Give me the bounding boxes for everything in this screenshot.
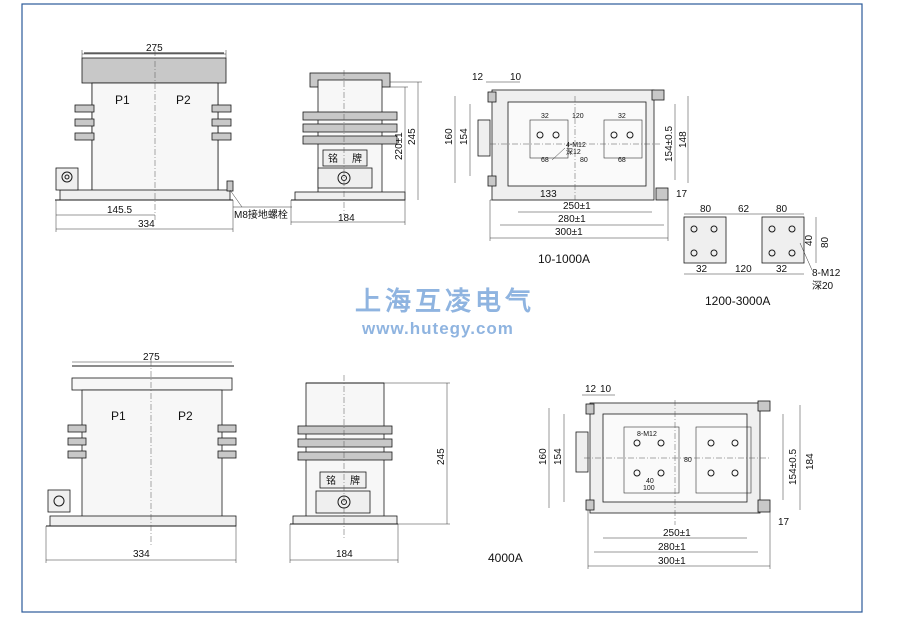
top-plan-d80: 80	[580, 157, 588, 164]
top-side-h220: 220±1	[394, 132, 405, 160]
bottom-plan-d300: 300±1	[658, 556, 686, 567]
top-plan-d17: 17	[676, 189, 688, 200]
bottom-front-base: 334	[133, 549, 150, 560]
bottom-plan-d154: 154	[553, 448, 564, 465]
ground-bolt-label: M8接地螺栓	[234, 208, 288, 221]
bottom-plan-hole-note: 8-M12	[637, 431, 657, 438]
top-plan-d32b: 32	[618, 113, 626, 120]
bottom-side-h245: 245	[436, 448, 447, 465]
top-plan-d120: 120	[572, 113, 584, 120]
top-side-plate-b: 牌	[352, 152, 362, 165]
top-front-p1: P1	[115, 93, 130, 107]
bottom-side-plate-b: 牌	[350, 474, 360, 487]
top-plan-d32a: 32	[541, 113, 549, 120]
detail-range: 1200-3000A	[705, 294, 770, 308]
bottom-plan-d160: 160	[538, 448, 549, 465]
top-plan-hole-note: 4-M12	[566, 142, 586, 149]
bottom-front-view	[45, 360, 237, 563]
detail-hole-depth: 深20	[812, 280, 834, 292]
bottom-plan-d10: 10	[600, 384, 612, 395]
detail-d62: 62	[738, 204, 750, 215]
brand-name: 上海互凌电气	[355, 286, 535, 316]
bottom-front-p2: P2	[178, 409, 193, 423]
detail-hole-note: 8-M12	[812, 268, 841, 279]
top-front-offset: 145.5	[107, 205, 132, 216]
top-plan-d12: 12	[472, 72, 484, 83]
bottom-plan-view	[548, 394, 801, 569]
top-plan-range: 10-1000A	[538, 252, 590, 266]
top-front-p2: P2	[176, 93, 191, 107]
sheet-border	[21, 3, 863, 613]
bottom-side-plate-a: 铭	[326, 474, 336, 487]
bottom-range: 4000A	[488, 551, 523, 565]
bottom-plan-d184: 184	[805, 453, 816, 470]
bottom-side-view	[289, 375, 450, 563]
bottom-plan-d154-05: 154±0.5	[788, 448, 799, 485]
top-side-view	[290, 70, 422, 225]
bottom-plan-d80: 80	[684, 457, 692, 464]
top-plan-d68a: 68	[541, 157, 549, 164]
detail-d32b: 32	[776, 264, 788, 275]
top-side-plate-a: 铭	[328, 152, 338, 165]
top-plan-d300: 300±1	[555, 227, 583, 238]
bottom-side-base: 184	[336, 549, 353, 560]
detail-d80a: 80	[700, 204, 712, 215]
detail-d80c: 80	[820, 236, 831, 248]
top-plan-d280: 280±1	[558, 214, 586, 225]
bottom-plan-d100: 100	[643, 485, 655, 492]
top-side-h245: 245	[407, 128, 418, 145]
detail-d80b: 80	[776, 204, 788, 215]
top-front-base: 334	[138, 219, 155, 230]
bottom-plan-d12: 12	[585, 384, 597, 395]
bottom-plan-d280: 280±1	[658, 542, 686, 553]
top-plan-d133: 133	[540, 189, 557, 200]
top-plan-d68b: 68	[618, 157, 626, 164]
top-plan-d148: 148	[678, 131, 689, 148]
brand-url: www.hutegy.com	[361, 319, 514, 338]
bottom-plan-d17: 17	[778, 517, 790, 528]
bottom-plan-d250: 250±1	[663, 528, 691, 539]
top-plan-d154: 154	[459, 128, 470, 145]
detail-d120: 120	[735, 264, 752, 275]
bottom-front-width: 275	[143, 352, 160, 363]
bottom-front-p1: P1	[111, 409, 126, 423]
top-plan-d250: 250±1	[563, 201, 591, 212]
detail-d32: 32	[696, 264, 708, 275]
top-plan-d154-05: 154±0.5	[664, 125, 675, 162]
top-front-view	[55, 50, 292, 232]
top-plan-d160: 160	[444, 128, 455, 145]
top-plan-d10: 10	[510, 72, 522, 83]
top-plan-hole-depth: 深12	[566, 147, 581, 156]
top-side-base: 184	[338, 213, 355, 224]
top-front-width: 275	[146, 43, 163, 54]
detail-d40: 40	[804, 234, 815, 246]
top-plan-view	[454, 81, 689, 241]
detail-view	[683, 213, 817, 275]
bottom-plan-d40: 40	[646, 478, 654, 485]
